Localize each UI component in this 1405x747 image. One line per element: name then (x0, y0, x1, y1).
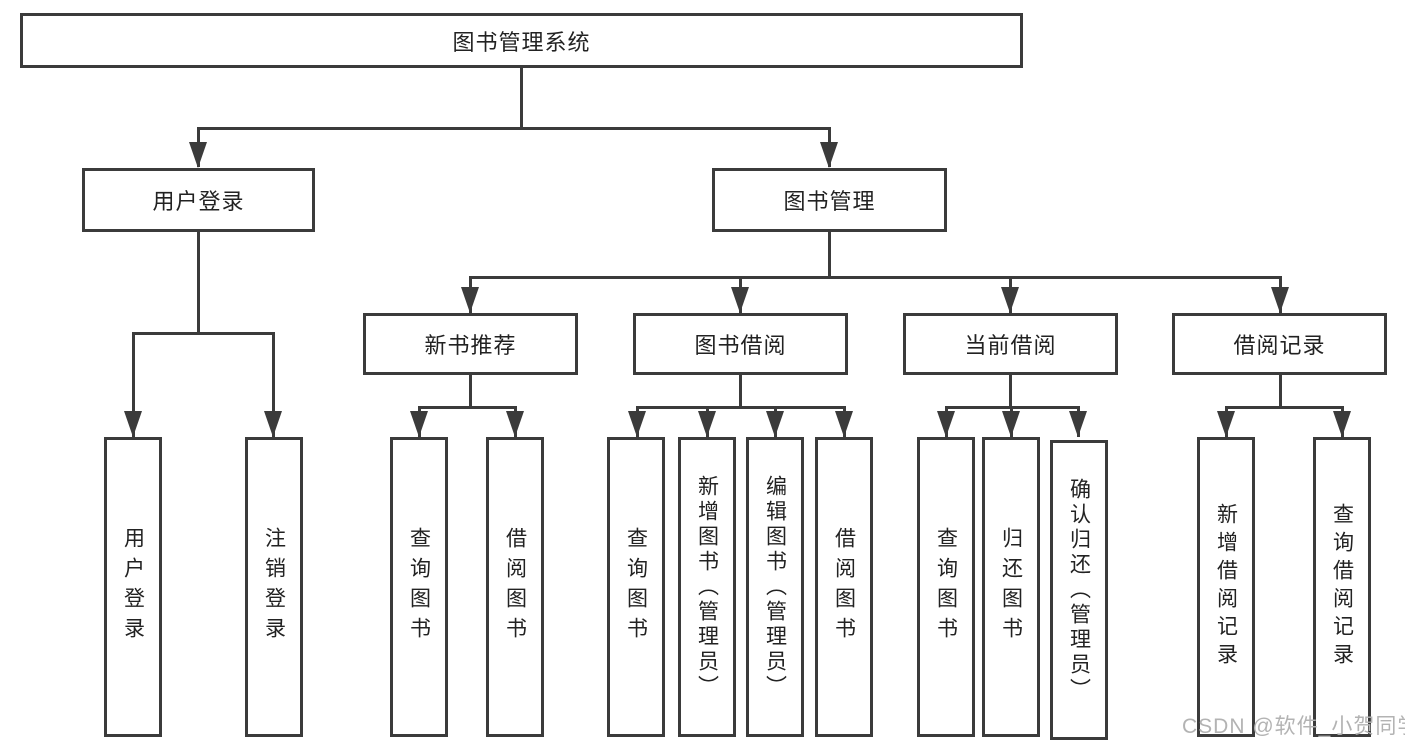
node-borrow-books-rec: 借阅图书 (486, 437, 544, 737)
node-query-books-current: 查询图书 (917, 437, 975, 737)
connector-book-mgmt-stem-line (828, 232, 831, 278)
node-confirm-return-admin: 确认归还（管理员） (1050, 440, 1108, 740)
node-book-borrow-label: 图书借阅 (694, 333, 787, 358)
connector-borrow-records-stem-line (1279, 375, 1282, 408)
arrow-down-icon (937, 411, 955, 437)
node-user-login-label: 用户登录 (152, 189, 245, 214)
arrow-down-icon (189, 142, 207, 168)
connector-new-book-rec-bus-line (418, 406, 517, 409)
connector-current-borrow-stem-line (1009, 375, 1012, 408)
node-confirm-return-admin-label: 确认归还（管理员） (1067, 477, 1091, 703)
arrow-down-icon (410, 411, 428, 437)
connector-user-login-drop-line (272, 332, 275, 437)
node-query-borrow-record: 查询借阅记录 (1313, 437, 1371, 737)
node-query-books-rec-label: 查询图书 (407, 527, 431, 647)
arrow-down-icon (731, 287, 749, 313)
arrow-down-icon (1002, 411, 1020, 437)
node-return-books: 归还图书 (982, 437, 1040, 737)
arrow-down-icon (820, 142, 838, 168)
node-query-books-borrow: 查询图书 (607, 437, 665, 737)
connector-user-login-bus-line (132, 332, 275, 335)
node-query-books-current-label: 查询图书 (934, 527, 958, 647)
node-query-books-rec: 查询图书 (390, 437, 448, 737)
node-new-book-rec: 新书推荐 (363, 313, 578, 375)
node-current-borrow: 当前借阅 (903, 313, 1118, 375)
node-borrow-books-borrow: 借阅图书 (815, 437, 873, 737)
node-root: 图书管理系统 (20, 13, 1023, 68)
arrow-down-icon (264, 411, 282, 437)
node-book-mgmt: 图书管理 (712, 168, 947, 232)
arrow-down-icon (461, 287, 479, 313)
node-book-borrow: 图书借阅 (633, 313, 848, 375)
node-borrow-records-label: 借阅记录 (1233, 333, 1326, 358)
arrow-down-icon (698, 411, 716, 437)
node-logout-leaf-label: 注销登录 (262, 527, 286, 647)
node-edit-books-admin: 编辑图书（管理员） (746, 437, 804, 737)
node-query-books-borrow-label: 查询图书 (624, 527, 648, 647)
node-borrow-records: 借阅记录 (1172, 313, 1387, 375)
node-new-book-rec-label: 新书推荐 (424, 333, 517, 358)
node-add-borrow-record-label: 新增借阅记录 (1214, 503, 1238, 671)
arrow-down-icon (1001, 287, 1019, 313)
node-user-login-leaf-label: 用户登录 (121, 527, 145, 647)
node-return-books-label: 归还图书 (999, 527, 1023, 647)
arrow-down-icon (124, 411, 142, 437)
arrow-down-icon (766, 411, 784, 437)
node-book-mgmt-label: 图书管理 (783, 189, 876, 214)
arrow-down-icon (1271, 287, 1289, 313)
arrow-down-icon (506, 411, 524, 437)
arrow-down-icon (1333, 411, 1351, 437)
arrow-down-icon (1069, 411, 1087, 437)
node-user-login: 用户登录 (82, 168, 315, 232)
arrow-down-icon (835, 411, 853, 437)
connector-book-mgmt-bus-line (469, 276, 1281, 279)
node-borrow-books-rec-label: 借阅图书 (503, 527, 527, 647)
node-root-label: 图书管理系统 (452, 29, 591, 55)
arrow-down-icon (1217, 411, 1235, 437)
node-add-books-admin-label: 新增图书（管理员） (695, 474, 719, 700)
connector-root-bus-line (197, 127, 831, 130)
node-user-login-leaf: 用户登录 (104, 437, 162, 737)
node-add-books-admin: 新增图书（管理员） (678, 437, 736, 737)
connector-new-book-rec-stem-line (469, 375, 472, 408)
connector-borrow-records-bus-line (1225, 406, 1343, 409)
node-borrow-books-borrow-label: 借阅图书 (832, 527, 856, 647)
node-logout-leaf: 注销登录 (245, 437, 303, 737)
node-add-borrow-record: 新增借阅记录 (1197, 437, 1255, 737)
node-edit-books-admin-label: 编辑图书（管理员） (763, 474, 787, 700)
csdn-watermark: CSDN @软件_小贺同学 (1182, 715, 1405, 738)
connector-book-borrow-stem-line (739, 375, 742, 408)
node-current-borrow-label: 当前借阅 (964, 333, 1057, 358)
connector-user-login-drop-line (132, 332, 135, 437)
connector-book-borrow-bus-line (636, 406, 845, 409)
arrow-down-icon (628, 411, 646, 437)
node-query-borrow-record-label: 查询借阅记录 (1330, 503, 1354, 671)
connector-root-stem-line (520, 68, 523, 129)
connector-user-login-stem-line (197, 232, 200, 334)
